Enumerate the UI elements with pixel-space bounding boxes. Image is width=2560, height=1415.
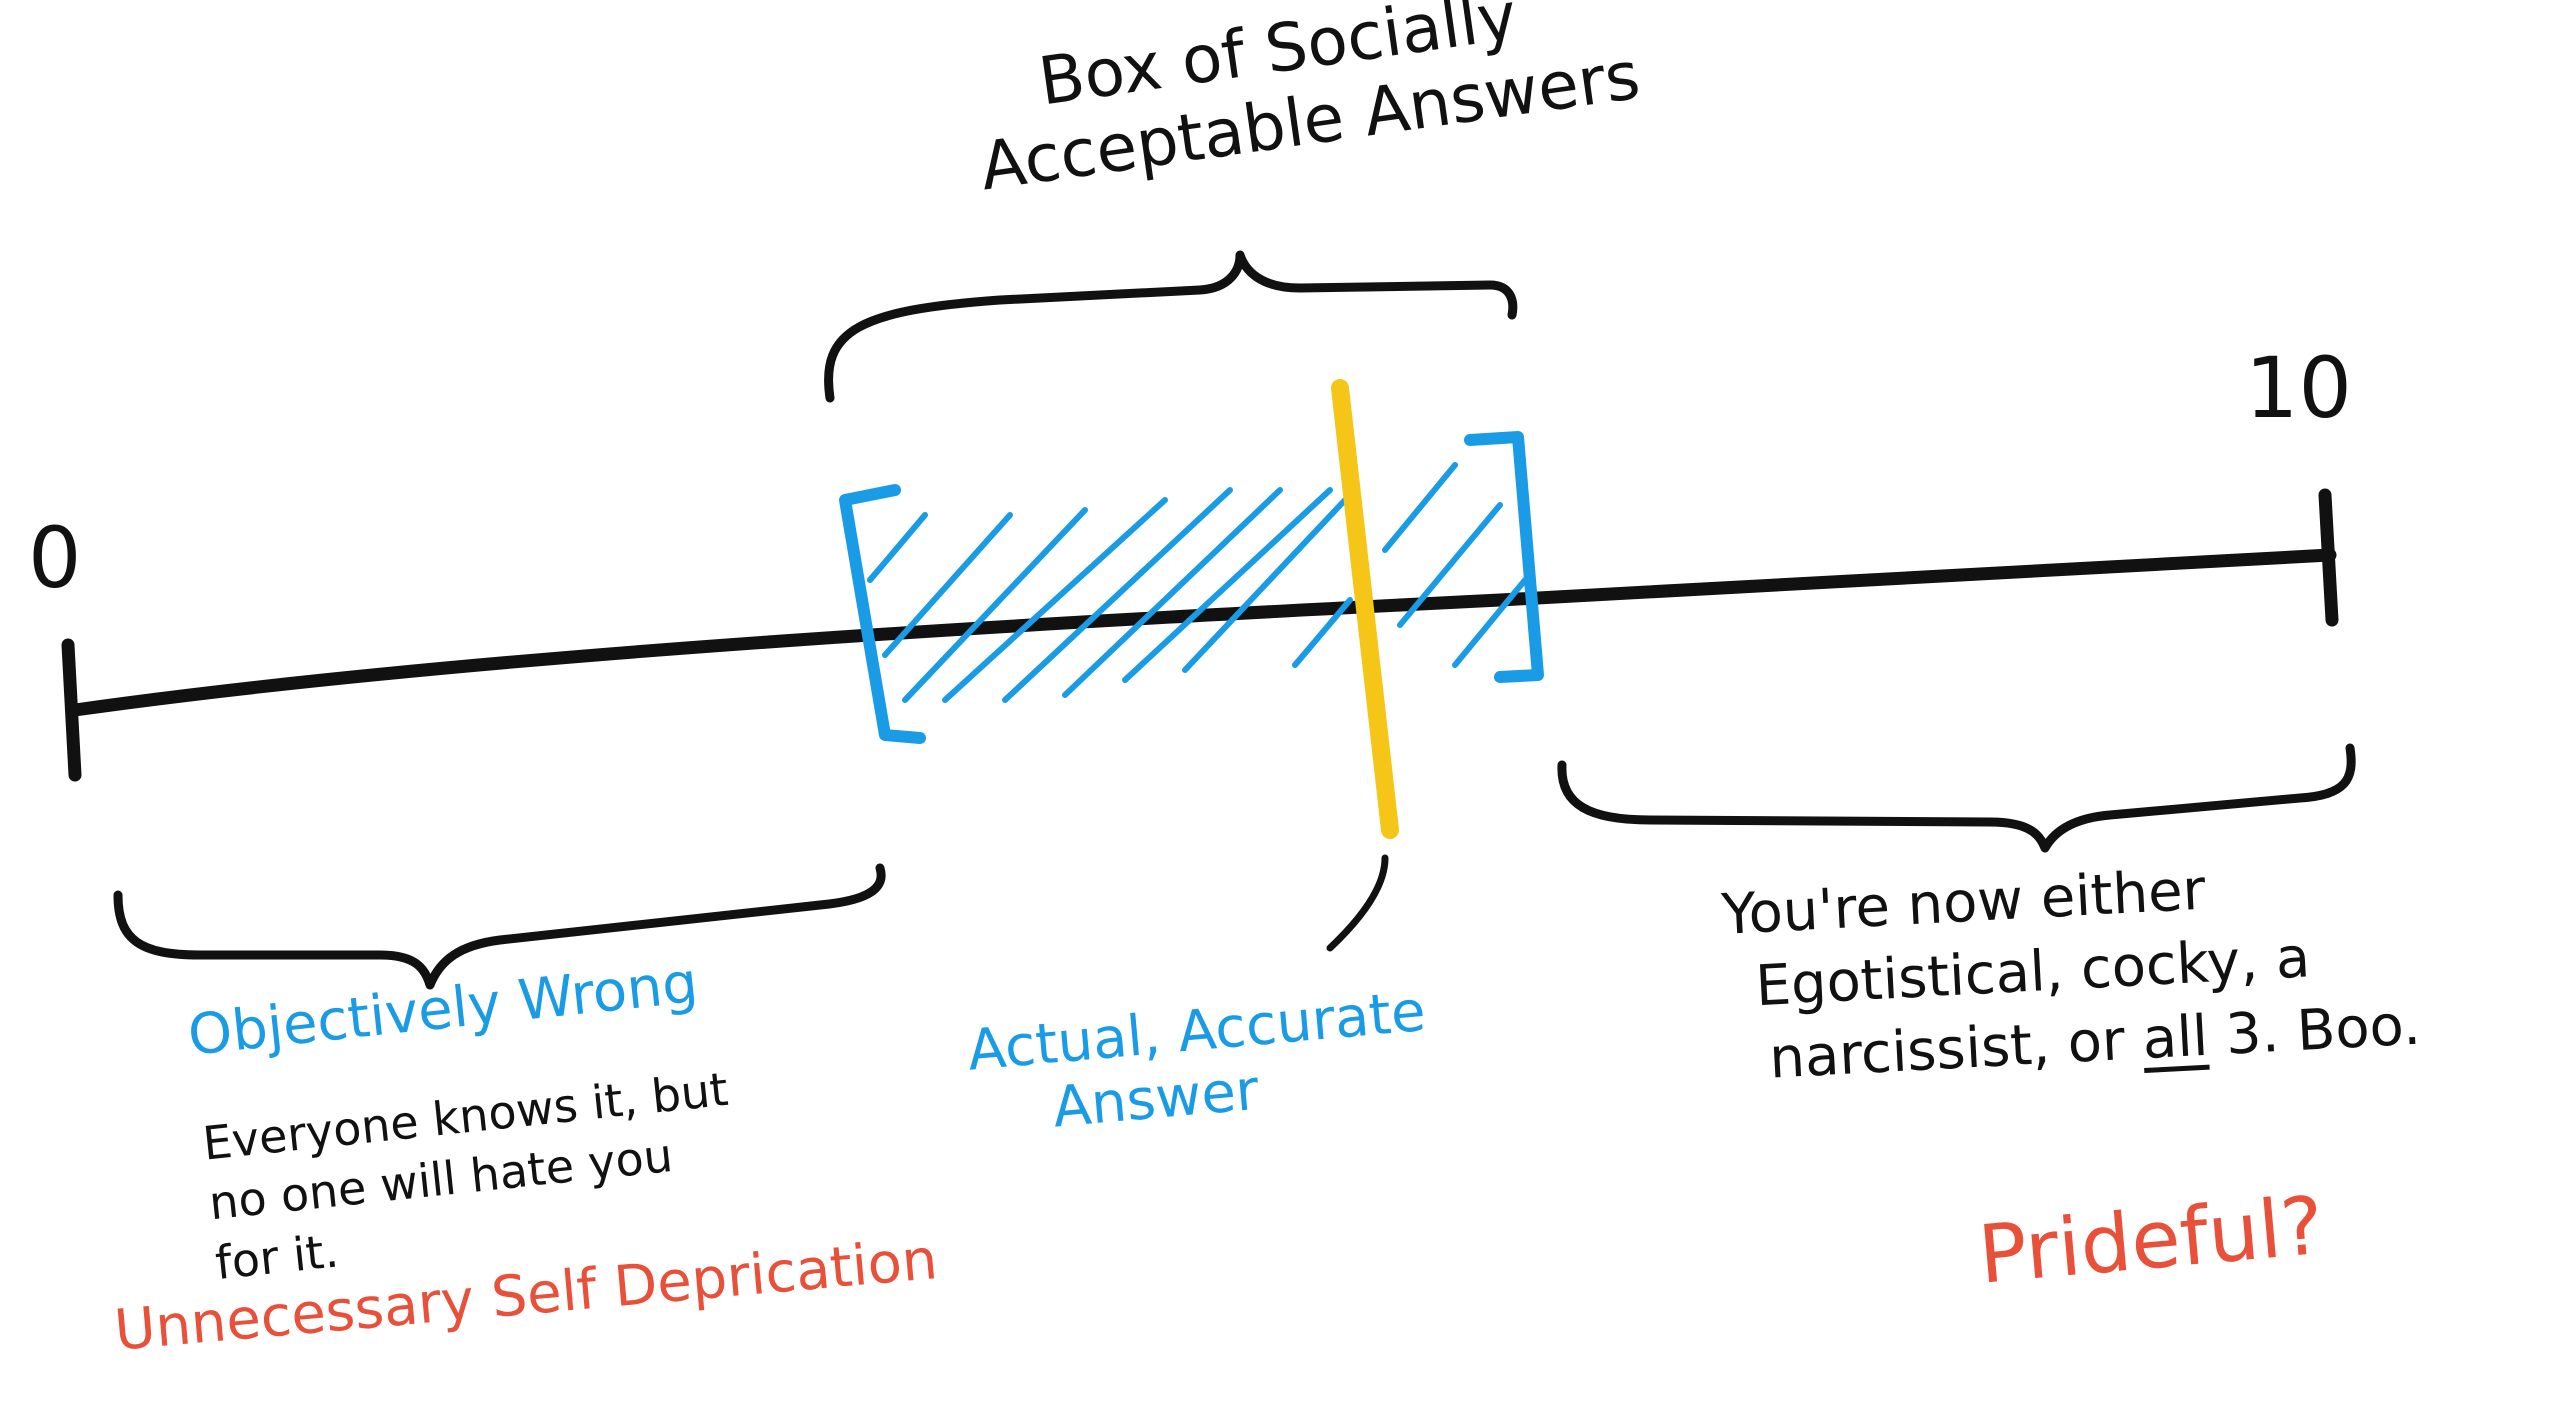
box-right-bracket (1464, 431, 1544, 683)
right-region-text: You're now either Egotistical, cocky, a … (1720, 844, 2422, 1098)
scale-max-label: 10 (2245, 339, 2352, 437)
right-region-line3-post: 3. Boo. (2206, 992, 2423, 1069)
right-brace (1557, 743, 2356, 853)
scale-min-label: 0 (28, 509, 82, 607)
tick-ten (2318, 488, 2339, 627)
box-left-bracket (839, 484, 926, 744)
accurate-answer-marker (1331, 379, 1399, 839)
scale-line (68, 548, 2337, 717)
left-brace (113, 863, 886, 990)
top-brace (824, 250, 1518, 403)
tick-zero (61, 638, 82, 782)
box-hatching (867, 462, 1528, 703)
all-emphasis: all (2140, 1003, 2210, 1072)
marker-arrow (1326, 854, 1389, 952)
